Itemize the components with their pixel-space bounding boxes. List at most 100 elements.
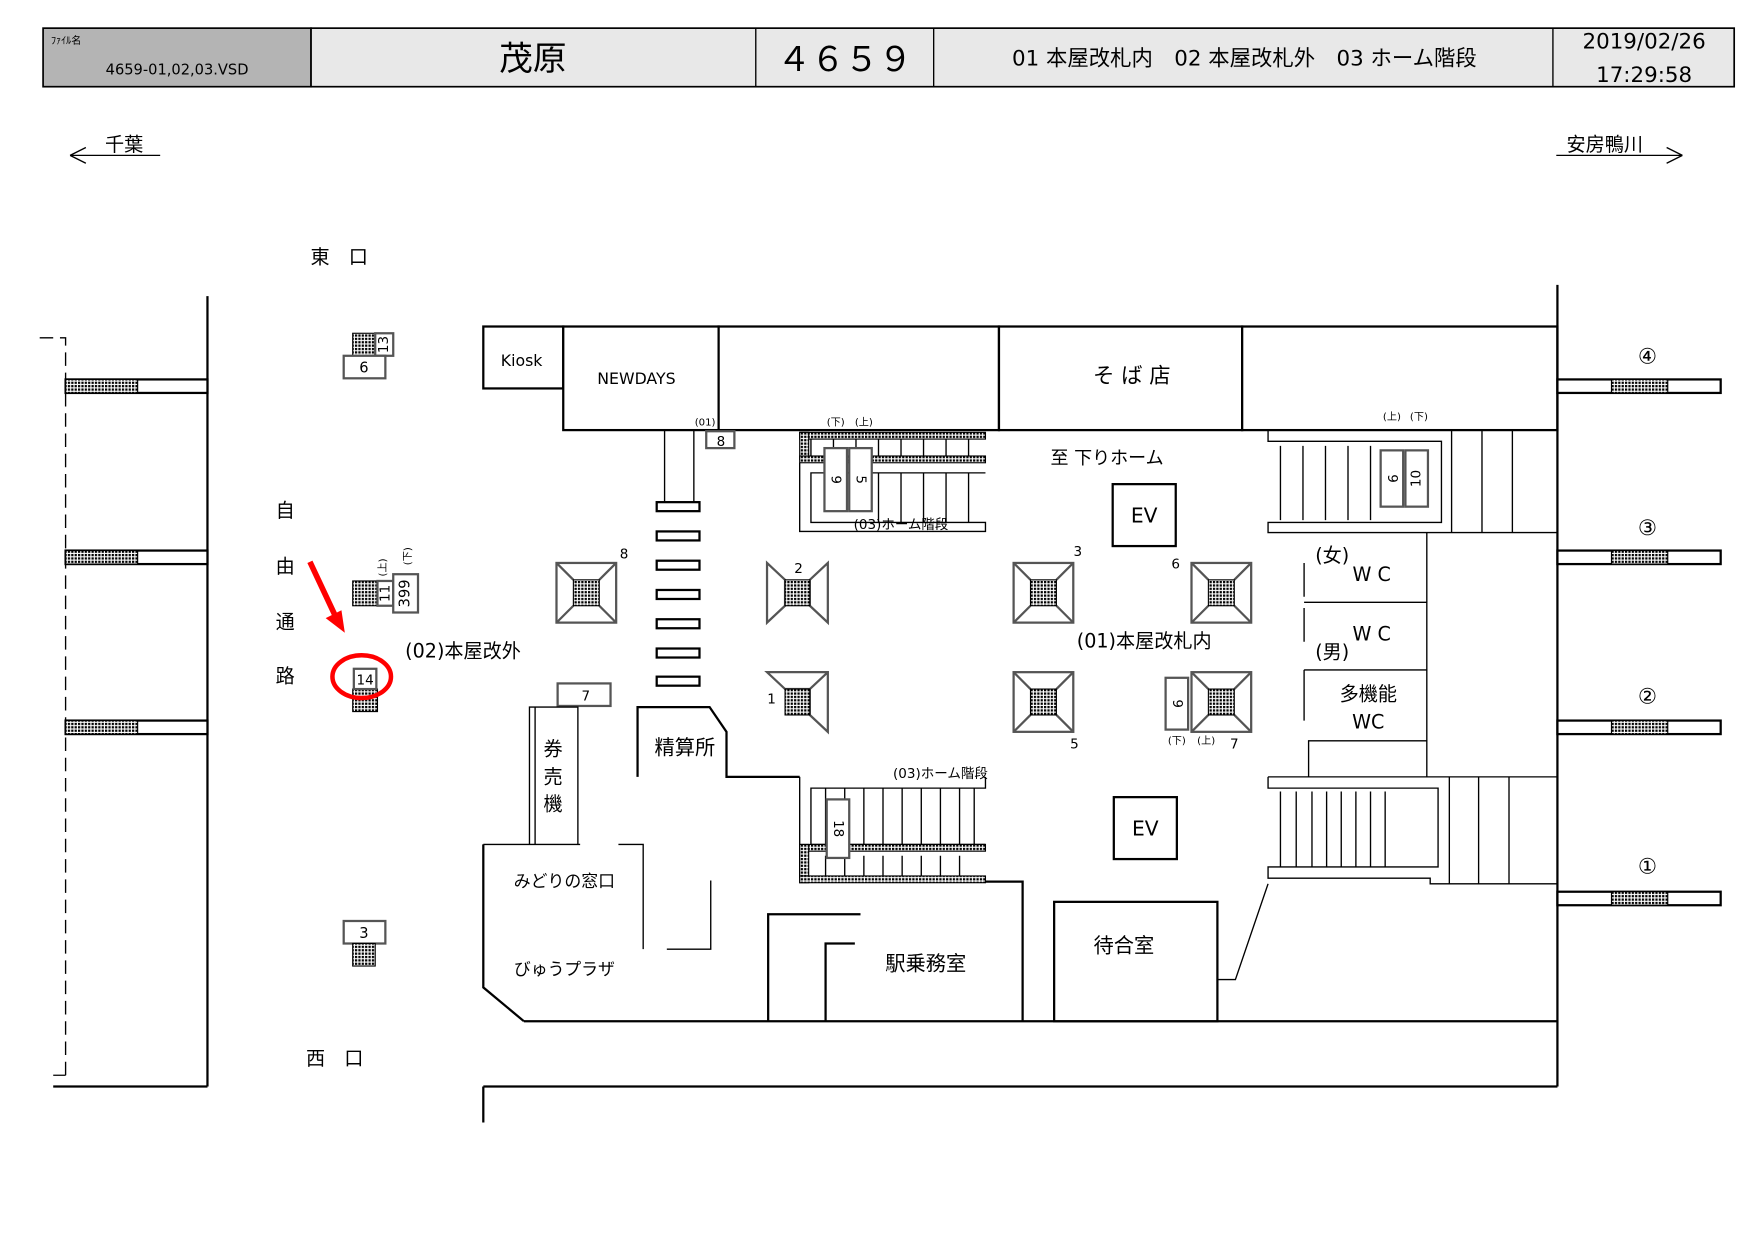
tag-5: 5 <box>852 475 868 484</box>
arrow-left-icon <box>69 146 161 164</box>
waiting-room <box>1053 900 1219 1023</box>
station-code: ４６５９ <box>777 40 912 79</box>
staff-room <box>767 880 1024 1022</box>
newdays-label: NEWDAYS <box>597 369 675 388</box>
soba-label: そ ば 店 <box>1093 364 1171 389</box>
arrow-right-icon <box>1556 146 1683 164</box>
tag-up: (上) <box>1383 411 1401 423</box>
pillar-icon-8: 8 <box>555 546 629 624</box>
gate-group-11-399: 11 399 (上) (下) <box>352 547 420 614</box>
direction-right: 安房鴨川 <box>1556 133 1683 164</box>
pillar-number: 7 <box>1230 737 1239 753</box>
soba-room <box>997 325 1244 432</box>
kiosk-label: Kiosk <box>501 351 544 370</box>
passage-char: 由 <box>276 555 295 578</box>
toilet-block <box>1303 532 1428 777</box>
kiosk-room <box>482 325 565 390</box>
fare-adjust-room <box>636 705 800 779</box>
pillar-number: 6 <box>1171 557 1180 573</box>
west-exit-label: 西 口 <box>306 1047 363 1070</box>
pillar-icon-5: 5 <box>1012 671 1079 753</box>
tag-6: 6 <box>359 360 368 377</box>
platform-4-label: ④ <box>1638 345 1657 370</box>
tag-down: (下) <box>827 418 845 429</box>
fare-adjust-label: 精算所 <box>654 735 715 759</box>
tag-9: 9 <box>828 475 844 484</box>
east-exit-label: 東 口 <box>311 245 368 268</box>
tag-9: 9 <box>1169 699 1185 708</box>
direction-left-label: 千葉 <box>105 133 143 156</box>
passage-char: 路 <box>276 664 295 687</box>
stairs-label: (03)ホーム階段 <box>854 517 949 533</box>
tag-11: 11 <box>377 585 393 602</box>
stairs-bottom-right <box>1217 776 1558 981</box>
view-plaza-label: びゅうプラザ <box>514 959 615 979</box>
station-name: 茂原 <box>499 39 567 78</box>
gate-14-highlighted: 14 <box>307 560 394 713</box>
pillar-icon-1: 1 <box>764 671 829 735</box>
file-name: 4659-01,02,03.VSD <box>106 61 249 78</box>
ticket-machine-area <box>528 706 579 845</box>
tag-9: 9 <box>1384 474 1400 483</box>
elevator-label: EV <box>1131 503 1158 527</box>
pillar-number: 3 <box>1073 544 1082 560</box>
pillar-icon-3: 3 <box>1012 544 1082 624</box>
stairs-top-left: 9 5 (下) (上) (03)ホーム階段 <box>799 417 987 533</box>
gate-group-13-6: 13 6 <box>342 332 395 380</box>
passage-char: 通 <box>276 610 295 633</box>
tag-8: 8 <box>717 434 726 450</box>
tag-up: (上) <box>855 417 873 429</box>
stairs-top-right: 9 10 (上) (下) <box>1267 411 1558 534</box>
tag-down: (下) <box>403 547 414 565</box>
highlight-arrow-icon <box>307 560 345 633</box>
platform-1-label: ① <box>1638 855 1657 880</box>
inside-gate-label: (01)本屋改札内 <box>1077 629 1212 652</box>
tag-10: 10 <box>1409 470 1425 487</box>
waiting-room-label: 待合室 <box>1094 934 1155 958</box>
direction-left: 千葉 <box>69 133 161 164</box>
pillar-icon-2: 2 <box>765 560 829 626</box>
multi-toilet-wc-label: WC <box>1352 710 1384 733</box>
staff-room-label: 駅乗務室 <box>885 952 966 976</box>
highlight-circle <box>330 653 394 701</box>
pillar-number: 8 <box>620 546 629 562</box>
gate-3: 3 <box>342 919 387 967</box>
platform-3-label: ③ <box>1638 516 1657 541</box>
to-down-platform-label: 至 下りホーム <box>1050 448 1163 469</box>
print-time: 17:29:58 <box>1596 63 1692 88</box>
wc-male-tag: (男) <box>1315 641 1349 664</box>
midori-label: みどりの窓口 <box>514 871 615 891</box>
file-label: ﾌｧｲﾙ名 <box>51 34 81 47</box>
outside-gate-label: (02)本屋改外 <box>405 640 521 663</box>
elevator-bottom <box>1112 796 1178 861</box>
pillar-icon-6: 6 <box>1171 557 1253 624</box>
tag-3: 3 <box>359 925 368 942</box>
elevator-top <box>1111 483 1177 548</box>
header-bar: ﾌｧｲﾙ名 4659-01,02,03.VSD 茂原 ４６５９ 01 本屋改札内… <box>42 27 1736 88</box>
tag-18: 18 <box>830 820 846 837</box>
marker-01: (01) <box>695 418 716 429</box>
wc-male-label: W C <box>1352 623 1390 646</box>
ticket-machine-char: 売 <box>544 766 563 789</box>
stairs-label: (03)ホーム階段 <box>893 766 988 782</box>
stairs-bottom-left: 18 (03)ホーム階段 <box>799 766 988 884</box>
pillar-number: 2 <box>794 561 803 577</box>
wc-female-label: W C <box>1352 563 1390 586</box>
left-platform-structure <box>39 296 209 1088</box>
direction-right-label: 安房鴨川 <box>1566 133 1643 156</box>
elevator-label: EV <box>1132 816 1159 840</box>
tag-down: (下) <box>1168 736 1186 747</box>
tag-13: 13 <box>376 336 392 353</box>
pillar-icon-7: 9 (下) (上) 7 <box>1164 671 1253 753</box>
wc-female-tag: (女) <box>1315 544 1349 567</box>
tag-7: 7 <box>581 688 590 704</box>
right-platforms <box>1556 378 1722 907</box>
print-date: 2019/02/26 <box>1583 29 1706 54</box>
tag-up: (上) <box>1197 735 1215 747</box>
passage-char: 自 <box>276 499 295 522</box>
multi-toilet-label: 多機能 <box>1340 682 1397 705</box>
pillar-number: 5 <box>1070 737 1079 753</box>
pillar-number: 1 <box>767 692 776 708</box>
ticket-gates <box>655 430 701 687</box>
